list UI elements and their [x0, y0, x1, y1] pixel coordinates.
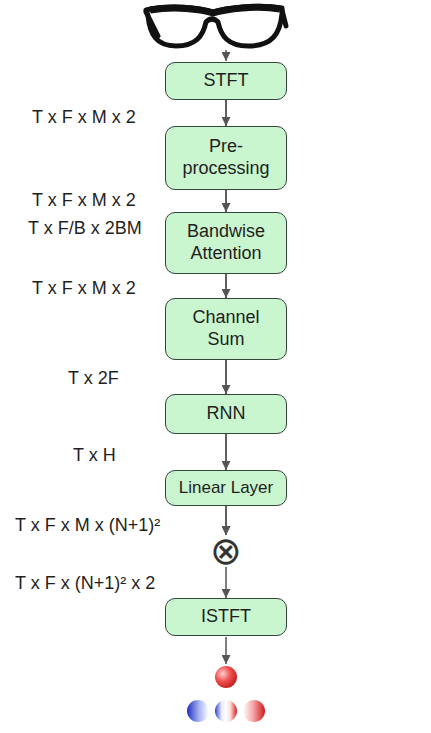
- tensor-shape: T x F x (N+1)² x 2: [15, 573, 155, 594]
- symbol-text: ⊗: [210, 535, 242, 567]
- tensor-shape: T x 2F: [68, 368, 119, 389]
- order0-sphere: [215, 666, 237, 688]
- process-box: RNN: [165, 394, 287, 434]
- box-label: RNN: [207, 403, 246, 425]
- flow-arrow: [225, 190, 227, 212]
- flow-arrow: [225, 274, 227, 298]
- process-box: ISTFT: [165, 598, 287, 636]
- input-arrow: [225, 50, 227, 61]
- tensor-shape: T x F x M x 2: [32, 107, 136, 128]
- tensor-shape: T x F/B x 2BM: [28, 218, 142, 239]
- multiply-symbol: ⊗: [210, 535, 242, 567]
- glasses-top-bar: [150, 7, 280, 13]
- flow-arrow: [225, 100, 227, 126]
- tensor-shape: T x F x M x 2: [32, 278, 136, 299]
- order1-sphere: [215, 700, 237, 722]
- box-label: Pre- processing: [172, 136, 280, 179]
- smart-glasses: [146, 6, 286, 46]
- process-box: Channel Sum: [165, 298, 287, 360]
- tensor-shape: T x H: [73, 445, 116, 466]
- tensor-shape: T x F x M x 2: [32, 190, 136, 211]
- box-label: Linear Layer: [179, 478, 274, 498]
- process-box: STFT: [165, 62, 287, 100]
- process-box: Bandwise Attention: [165, 212, 287, 274]
- flow-arrow: [225, 360, 227, 394]
- tensor-shape: T x F x M x (N+1)²: [15, 515, 160, 536]
- order1-sphere: [187, 700, 209, 722]
- flow-arrow: [225, 506, 227, 535]
- process-box: Pre- processing: [165, 126, 287, 190]
- box-label: ISTFT: [201, 606, 251, 628]
- order1-sphere: [243, 700, 265, 722]
- process-box: Linear Layer: [165, 470, 287, 506]
- box-label: Bandwise Attention: [174, 221, 278, 264]
- box-label: STFT: [204, 70, 249, 92]
- flow-arrow: [225, 567, 227, 598]
- glasses-frame: [146, 6, 282, 46]
- output-arrow: [225, 637, 227, 664]
- box-label: Channel Sum: [180, 307, 272, 350]
- flow-arrow: [225, 434, 227, 470]
